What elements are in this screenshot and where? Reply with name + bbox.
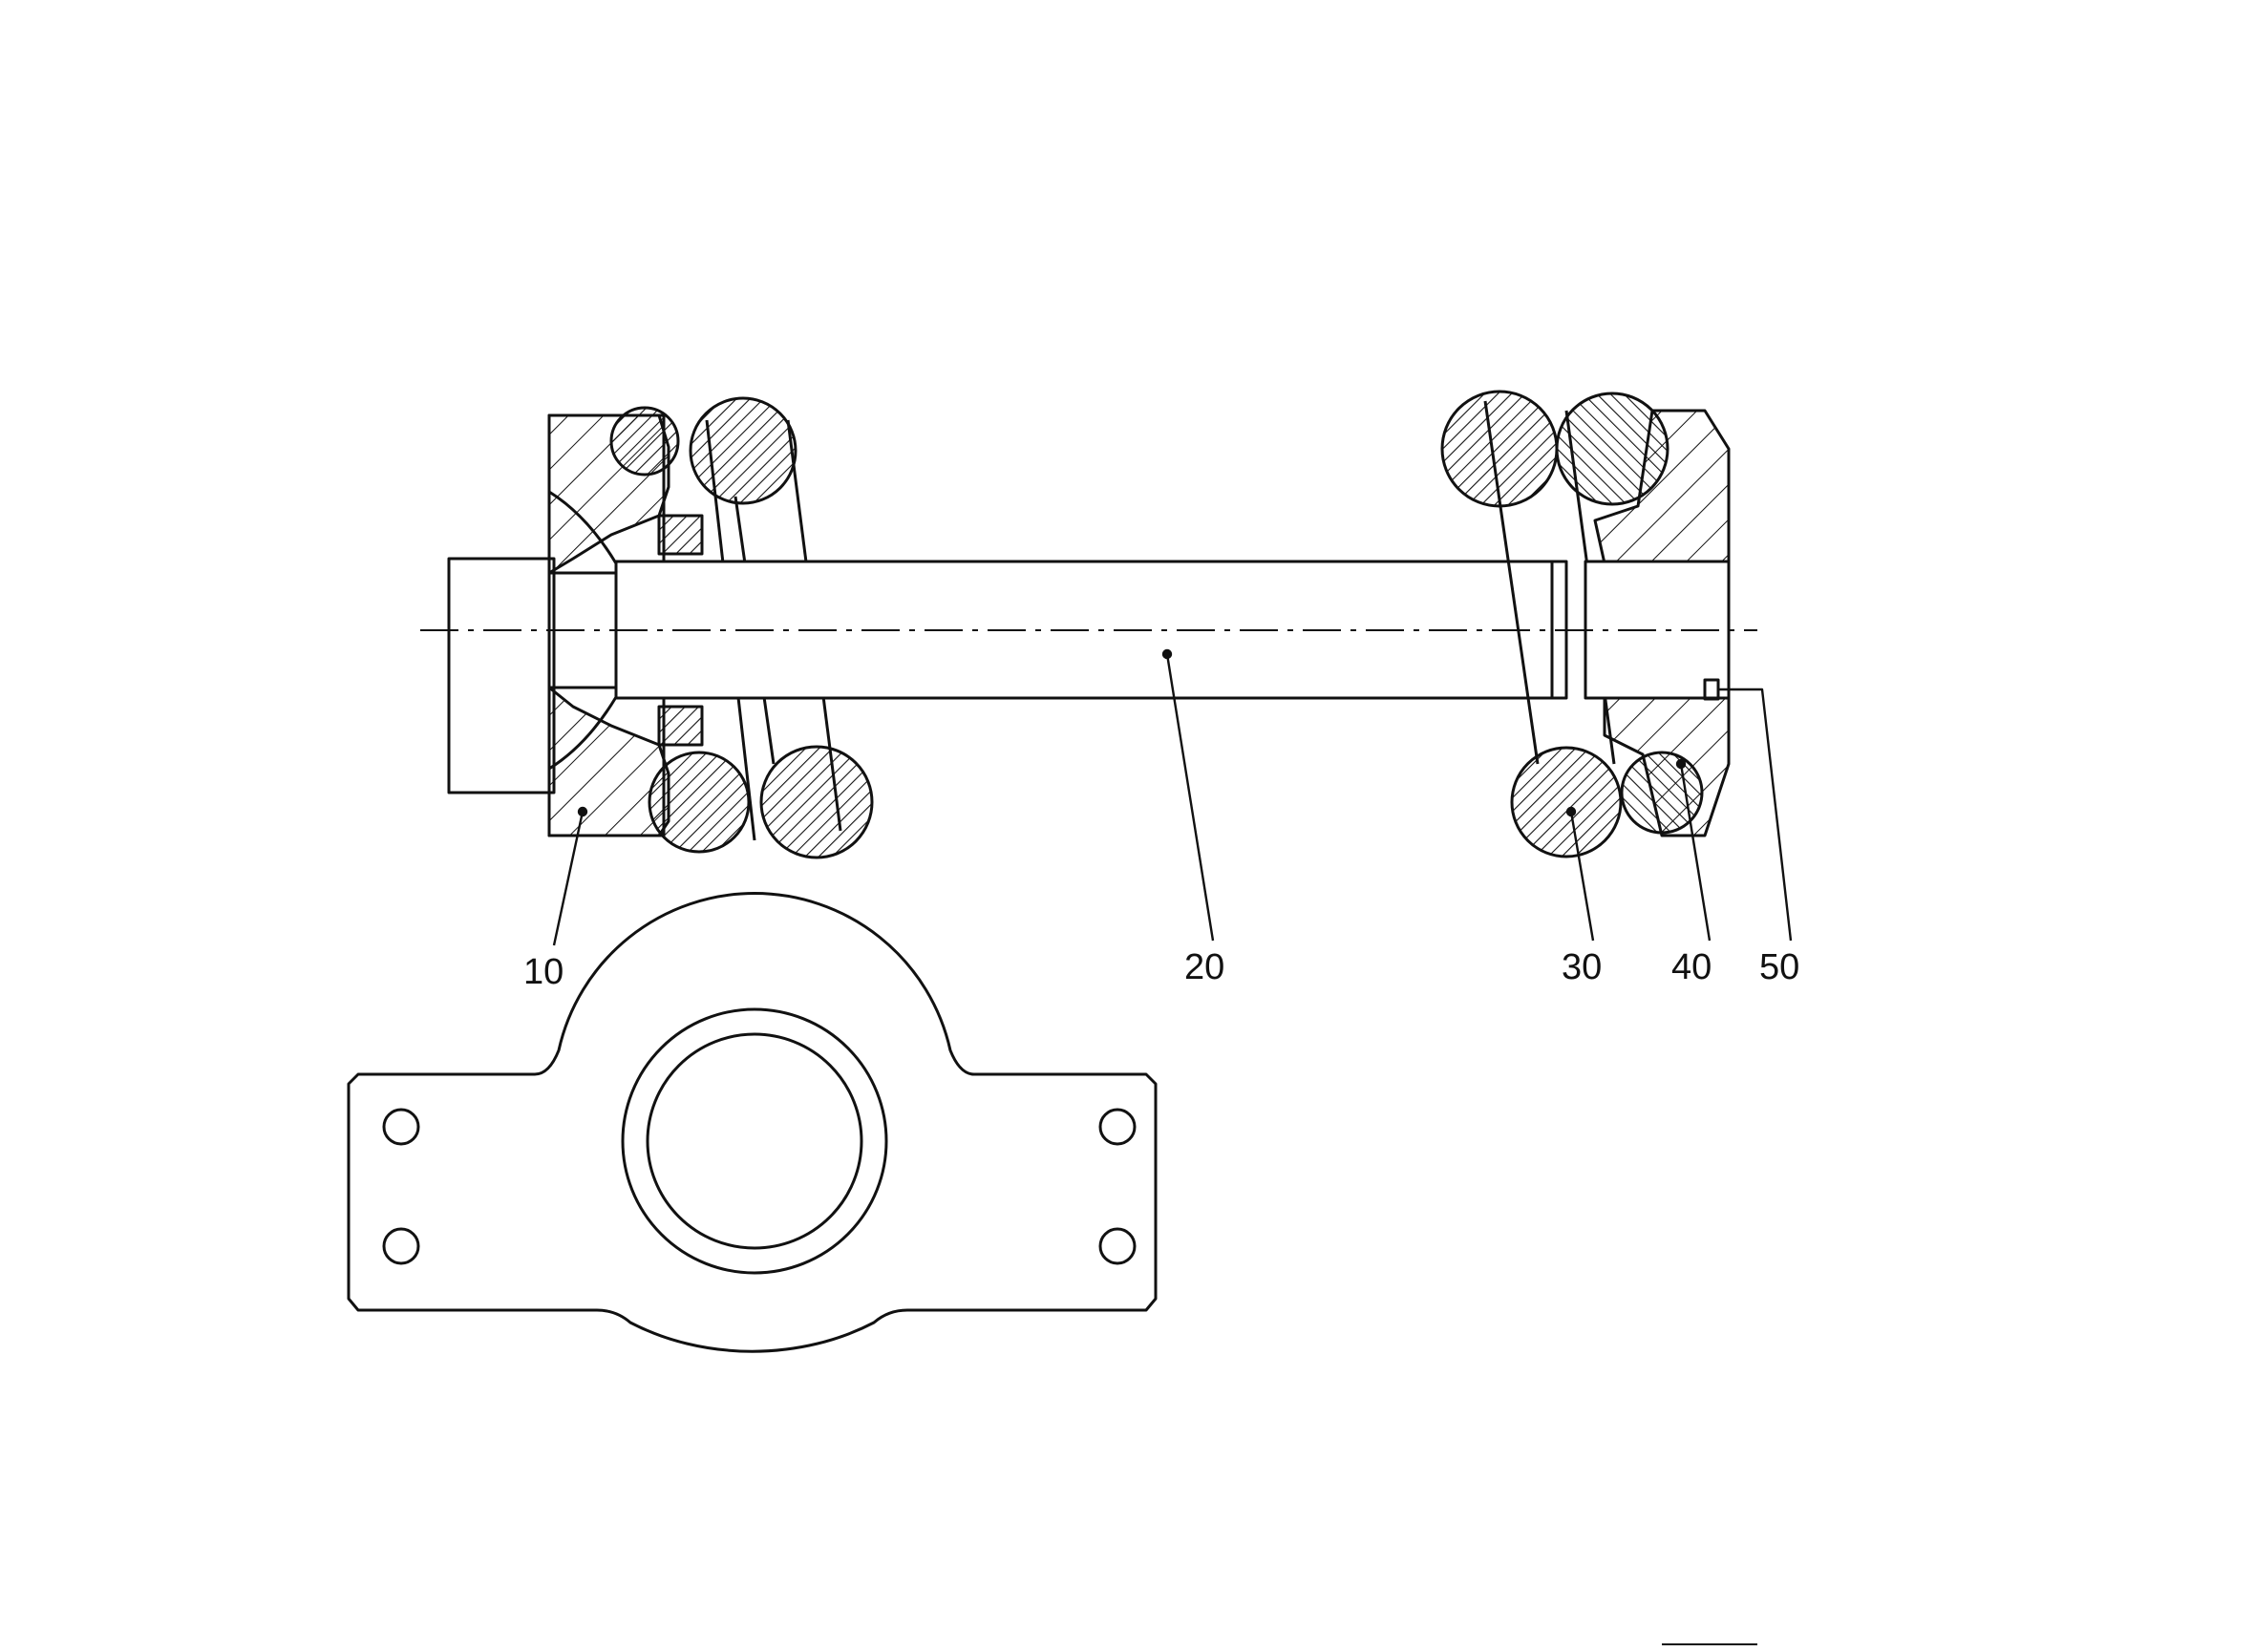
right-coil-upper-inner: [1555, 392, 1669, 506]
center-shaft: [614, 560, 1568, 700]
right-end-assembly: [1440, 390, 1731, 858]
left-coil-lower-outer: [759, 745, 874, 859]
right-coil-upper-outer: [1440, 390, 1559, 508]
mounting-hole-bottom-right: [1098, 1227, 1137, 1265]
left-end-cap: [447, 557, 556, 794]
left-end-assembly: [447, 396, 874, 859]
left-coil-lower-inner: [648, 751, 751, 854]
left-coil-upper-inner: [609, 406, 680, 477]
plan-view-bracket: [347, 892, 1158, 1353]
ref-label-40: 40: [1671, 947, 1712, 987]
mounting-hole-top-right: [1098, 1108, 1137, 1146]
right-coil-lower-inner: [1510, 746, 1623, 858]
reference-numerals: 10 20 30 40 50: [523, 947, 1799, 992]
ref-label-10: 10: [523, 952, 564, 992]
ref-label-50: 50: [1759, 947, 1799, 987]
mounting-hole-bottom-left: [382, 1227, 420, 1265]
leader-lines: [552, 648, 1793, 946]
ref-label-20: 20: [1184, 947, 1224, 987]
ref-label-30: 30: [1562, 947, 1602, 987]
plan-bore-inner: [646, 1032, 863, 1250]
left-spacer-upper: [657, 514, 704, 556]
mounting-hole-top-left: [382, 1108, 420, 1146]
left-coil-upper-outer: [689, 396, 797, 505]
plan-bore-outer: [621, 1007, 888, 1275]
left-spacer-lower: [657, 705, 704, 747]
